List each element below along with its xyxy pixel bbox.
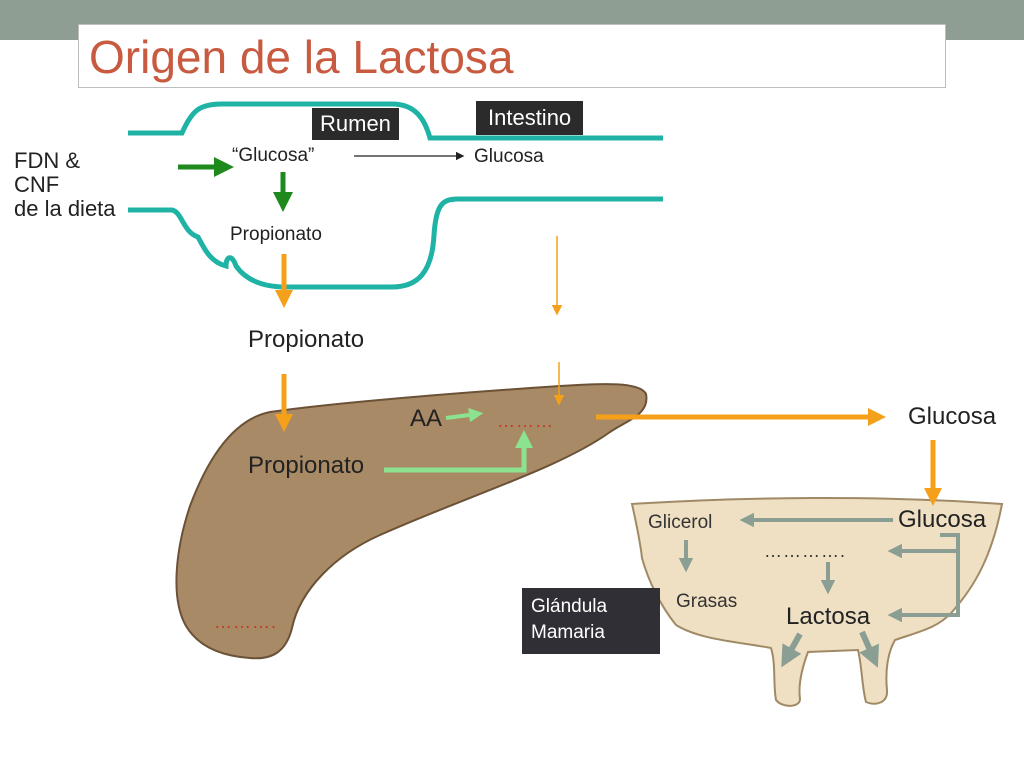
tract-lower-wall: [128, 196, 663, 290]
grasas-label: Grasas: [676, 591, 738, 612]
glandula-line-2: Mamaria: [531, 622, 605, 643]
diet-line-3: de la dieta: [14, 196, 116, 221]
propionato-rumen-label: Propionato: [230, 224, 322, 245]
propionato-blood-label: Propionato: [248, 326, 365, 353]
glandula-line-1: Glándula: [531, 596, 608, 617]
diet-line-1: FDN &: [14, 148, 80, 173]
arrow-aa: [445, 407, 484, 423]
page-title: Origen de la Lactosa: [89, 31, 514, 83]
intestino-label: Intestino: [476, 101, 584, 135]
diet-label: FDN & CNF de la dieta: [14, 149, 116, 221]
arrow-to-lactosa: [887, 551, 960, 623]
diet-line-2: CNF: [14, 172, 60, 197]
rumen-label: Rumen: [312, 108, 399, 140]
glandula-mamaria-label: Glándula Mamaria: [522, 588, 660, 654]
glucosa-out-label: Glucosa: [908, 403, 997, 430]
glucosa-quoted-label: “Glucosa”: [232, 145, 315, 166]
arrow-lactosa-left-teat: [781, 632, 803, 668]
liver-dots: ………: [497, 411, 554, 431]
glicerol-label: Glicerol: [648, 512, 713, 533]
glucosa-intestine-label: Glucosa: [474, 146, 544, 167]
gland-dots: ………….: [764, 541, 847, 561]
aa-label: AA: [410, 405, 443, 432]
lactosa-label: Lactosa: [786, 603, 871, 630]
propionato-liver-label: Propionato: [248, 452, 365, 479]
title-box: Origen de la Lactosa: [78, 24, 946, 88]
liver-shape: [175, 383, 648, 660]
arrow-propionato-path: [384, 430, 534, 473]
glucosa-gland-label: Glucosa: [898, 506, 987, 533]
tract-upper-wall: [128, 101, 663, 141]
arrow-to-dots: [887, 533, 960, 559]
liver-dots-bottom: ……….: [214, 612, 278, 632]
arrow-lactosa-right-teat: [859, 630, 879, 668]
